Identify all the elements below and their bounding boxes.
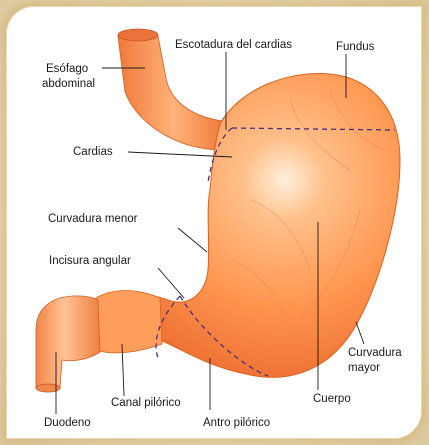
esophagus-opening: [118, 29, 158, 41]
pyloric-canal-shape: [90, 291, 162, 353]
label-escotadura: Escotadura del cardias: [175, 39, 292, 51]
label-curvatura-mayor-2: mayor: [348, 362, 380, 374]
duodenum-shape: [36, 296, 100, 388]
label-canal: Canal pilórico: [111, 397, 181, 409]
label-esofago-2: abdominal: [42, 78, 95, 90]
label-esofago-1: Esófago: [46, 63, 88, 75]
label-curvatura-mayor-1: Curvadura: [348, 347, 402, 359]
label-fundus: Fundus: [336, 41, 375, 53]
label-cuerpo: Cuerpo: [313, 393, 351, 405]
label-antro: Antro pilórico: [203, 417, 270, 429]
label-curvatura-menor: Curvadura menor: [48, 213, 138, 225]
label-incisura: Incisura angular: [49, 255, 131, 267]
label-duodeno: Duodeno: [44, 417, 91, 429]
label-cardias: Cardias: [73, 146, 113, 158]
